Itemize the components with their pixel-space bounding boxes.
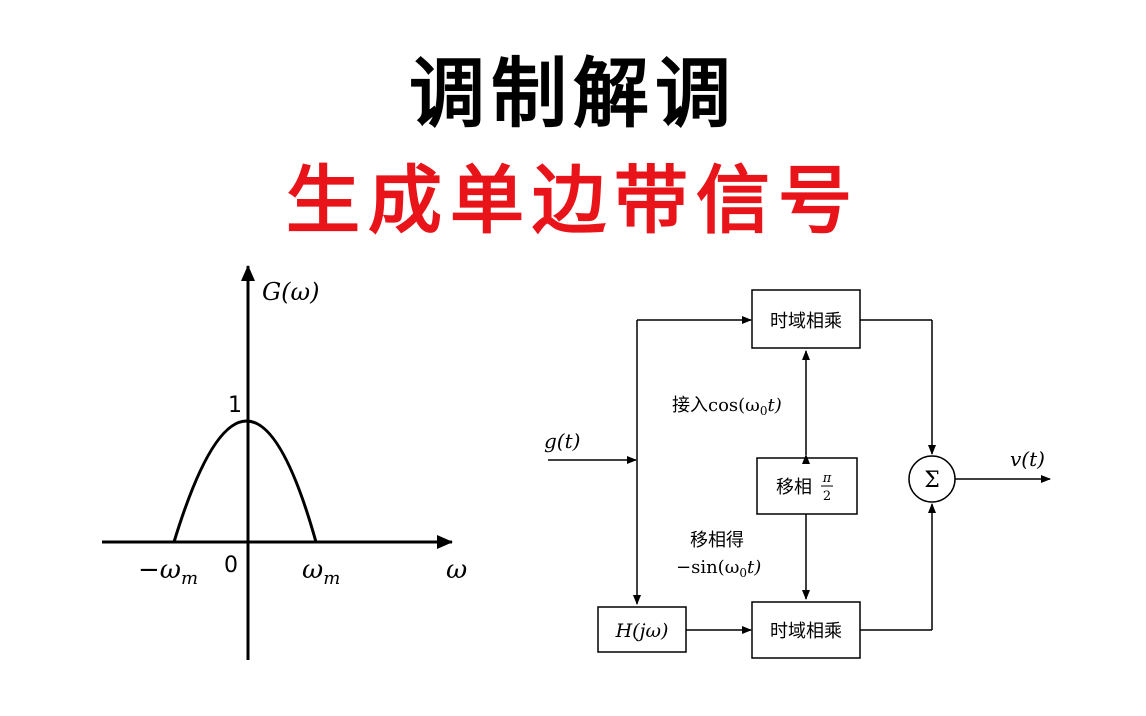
input-label: g(t) (544, 429, 580, 453)
cos-prefix: 接入 (672, 395, 708, 416)
sin-expr: −sin(ω (676, 557, 739, 578)
spectrum-plot: G(ω) 1 0 −ωm ωm ω (102, 265, 467, 660)
phase-shift-den: 2 (823, 489, 831, 504)
right-cutoff-main: ω (302, 555, 323, 585)
cos-tail: t) (768, 395, 782, 416)
summer-label: Σ (924, 468, 940, 493)
block-diagram-labels: g(t) v(t) 时域相乘 时域相乘 移相 π 2 H(jω) Σ 接入cos… (544, 311, 1045, 642)
right-cutoff-sub: m (323, 568, 340, 589)
peak-label: 1 (228, 393, 242, 418)
spectrum-curve (172, 419, 318, 543)
hilbert-label: H(jω) (615, 620, 669, 642)
sin-annotation-line1: 移相得 (690, 530, 744, 551)
title-sub: 生成单边带信号 (286, 158, 860, 244)
title-main: 调制解调 (409, 49, 737, 138)
left-cutoff-sub: m (181, 568, 198, 589)
sin-annotation-line2: −sin(ω0t) (676, 557, 761, 580)
sin-sub: 0 (739, 566, 747, 580)
x-axis-label: ω (446, 555, 467, 585)
cos-sub: 0 (760, 404, 768, 418)
phase-shift-label: 移相 (776, 477, 812, 498)
multiplier-top-block (751, 289, 861, 349)
left-cutoff-label: −ωm (138, 555, 198, 589)
block-diagram (548, 289, 1051, 659)
cos-expr: cos(ω (708, 395, 760, 416)
multiplier-top-label: 时域相乘 (770, 311, 842, 332)
multiplier-bottom-label: 时域相乘 (770, 621, 842, 642)
left-cutoff-main: −ω (138, 555, 181, 585)
phase-shift-num: π (822, 471, 832, 486)
sin-tail: t) (747, 557, 761, 578)
y-axis-label: G(ω) (262, 278, 319, 306)
output-label: v(t) (1010, 447, 1045, 471)
right-cutoff-label: ωm (302, 555, 340, 589)
cos-annotation: 接入cos(ω0t) (672, 395, 782, 418)
origin-label: 0 (224, 553, 238, 578)
